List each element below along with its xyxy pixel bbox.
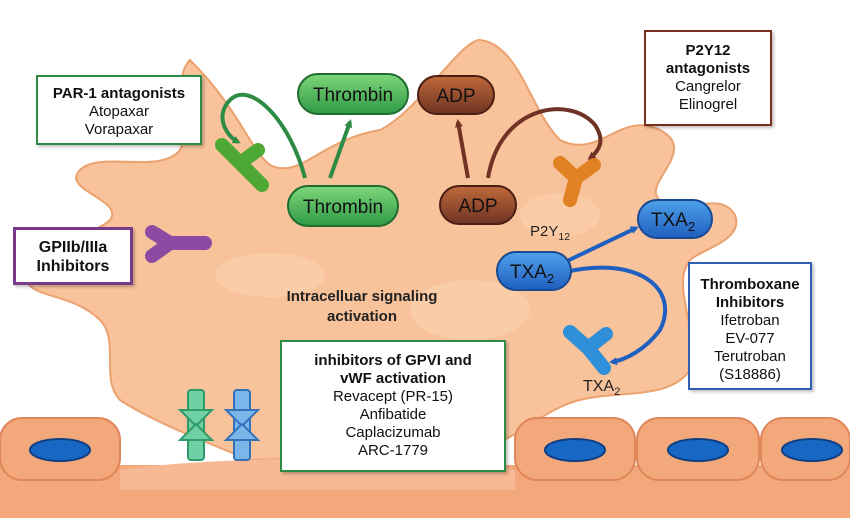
thromboxane-title-line1: Thromboxane (700, 276, 800, 293)
gpiib-title-line1: GPIIb/IIIa (38, 239, 108, 256)
p2y12-label-subscript: 12 (558, 231, 571, 243)
adp-top-label: ADP (436, 86, 475, 107)
p2y12-receptor-label: P2Y12 (530, 223, 570, 243)
signaling-caption-line2: activation (326, 307, 398, 325)
thrombin-top-label: Thrombin (313, 85, 393, 106)
txa2-left-label: TXA (510, 262, 547, 283)
adp-bottom-label: ADP (458, 196, 497, 217)
gpiib-title-line2: Inhibitors (36, 258, 110, 276)
thrombin-release-arrow (328, 119, 353, 179)
txa2-left-subscript: 2 (547, 271, 554, 286)
signaling-caption-line1: Intracelluar signaling (286, 288, 438, 305)
p2y12-title-line1: P2Y12 (685, 42, 731, 59)
txa2-label-text: TXA (583, 378, 615, 395)
par1-title: PAR-1 antagonists (52, 85, 186, 102)
thromboxane-inhibitors-box: Thromboxane Inhibitors Ifetroban EV-077 … (688, 262, 812, 390)
adp-pill-bottom: ADP (439, 185, 517, 225)
gpvi-vwf-inhibitors-box: inhibitors of GPVI and vWF activation Re… (280, 340, 506, 472)
granule (410, 280, 530, 340)
gpvi-receptor-icon (177, 389, 215, 461)
gpvi-drug: Caplacizumab (345, 424, 441, 441)
par1-drug: Vorapaxar (84, 121, 154, 138)
p2y12-label-text: P2Y (530, 223, 559, 240)
thrombin-pill-top: Thrombin (297, 73, 409, 115)
thromboxane-drug: EV-077 (725, 330, 775, 347)
par1-receptor-icon (215, 138, 269, 192)
p2y12-receptor-icon (553, 156, 601, 207)
txa2-to-receptor-arrow (564, 265, 667, 366)
txa2-right-subscript: 2 (688, 219, 695, 234)
txa2-pill-right: TXA2 (637, 199, 713, 239)
thrombin-pill-bottom: Thrombin (287, 185, 399, 227)
p2y12-title-line2: antagonists (665, 60, 751, 77)
txa2-label-subscript: 2 (614, 386, 621, 399)
svg-text:TXA2: TXA2 (651, 210, 695, 234)
p2y12-drug: Cangrelor (675, 78, 741, 95)
txa2-release-arrow (564, 226, 639, 264)
signaling-caption: Intracelluar signaling activation (262, 287, 462, 326)
thromboxane-drug: Ifetroban (720, 312, 780, 329)
svg-text:TXA2: TXA2 (510, 262, 554, 286)
gpvi-title-line1: inhibitors of GPVI and (314, 352, 472, 369)
adp-release-arrow (454, 119, 470, 179)
vwf-receptor-icon (223, 389, 261, 461)
thromboxane-title-line2: Inhibitors (715, 294, 785, 311)
granule (215, 253, 325, 297)
txa2-receptor-label: TXA2 (583, 378, 620, 398)
p2y12-antagonists-box: P2Y12 antagonists Cangrelor Elinogrel (644, 30, 772, 126)
txa2-right-label: TXA (651, 210, 688, 231)
nuclei (29, 438, 843, 462)
gpvi-title-line2: vWF activation (340, 370, 446, 387)
p2y12-drug: Elinogrel (678, 96, 738, 113)
par1-antagonists-box: PAR-1 antagonists Atopaxar Vorapaxar (36, 75, 202, 145)
thrombin-bottom-label: Thrombin (303, 197, 383, 218)
gpvi-drug: ARC-1779 (357, 442, 429, 459)
gpvi-drug: Anfibatide (359, 406, 427, 423)
adp-to-p2y12-arrow (486, 107, 603, 179)
thrombin-to-par1-arrow (220, 92, 307, 179)
thromboxane-drug: (S18886) (719, 366, 781, 383)
par1-drug: Atopaxar (88, 103, 150, 120)
gpiib-receptor-icon (145, 225, 212, 263)
txa2-receptor-icon (563, 325, 613, 375)
adp-pill-top: ADP (417, 75, 495, 115)
thromboxane-drug: Terutroban (714, 348, 786, 365)
gpiib-inhibitors-box: GPIIb/IIIa Inhibitors (13, 227, 133, 285)
gpvi-drug: Revacept (PR-15) (332, 388, 454, 405)
granule (520, 193, 600, 237)
txa2-pill-left: TXA2 (496, 251, 572, 291)
